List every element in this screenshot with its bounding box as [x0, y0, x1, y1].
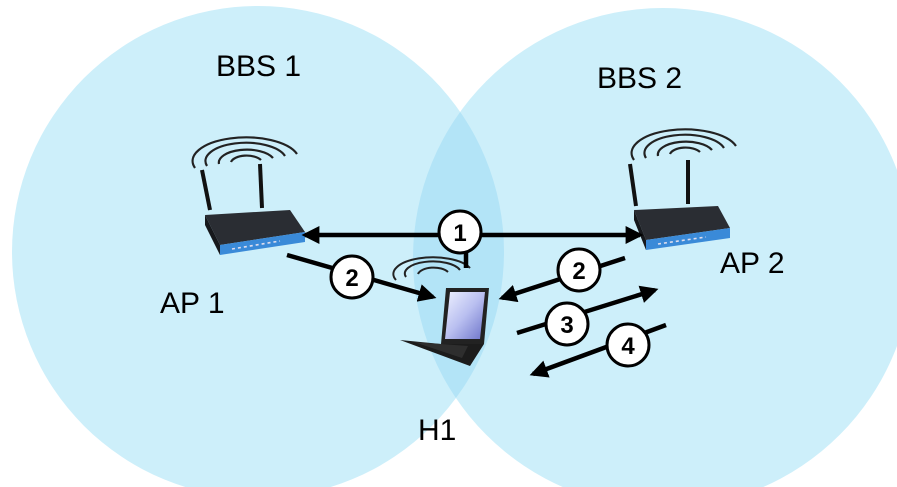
ap2-label: AP 2 [720, 247, 785, 280]
ap1-label: AP 1 [160, 287, 225, 320]
step2-ap2-badge: 2 [556, 247, 602, 293]
bbs1-label: BBS 1 [216, 50, 301, 83]
step1-badge: 1 [437, 209, 483, 255]
svg-text:2: 2 [345, 265, 358, 292]
step2-ap1-badge: 2 [329, 254, 375, 300]
svg-text:4: 4 [621, 333, 635, 360]
svg-text:3: 3 [560, 312, 573, 339]
svg-text:2: 2 [572, 258, 585, 285]
h1-laptop-icon [392, 256, 489, 366]
h1-label: H1 [418, 414, 456, 447]
step3-badge: 3 [544, 301, 590, 347]
step3-arrow [516, 285, 659, 336]
bbs2-label: BBS 2 [597, 62, 682, 95]
ap1-router-icon [191, 136, 305, 255]
svg-text:1: 1 [453, 220, 466, 247]
step4-badge: 4 [605, 322, 651, 368]
